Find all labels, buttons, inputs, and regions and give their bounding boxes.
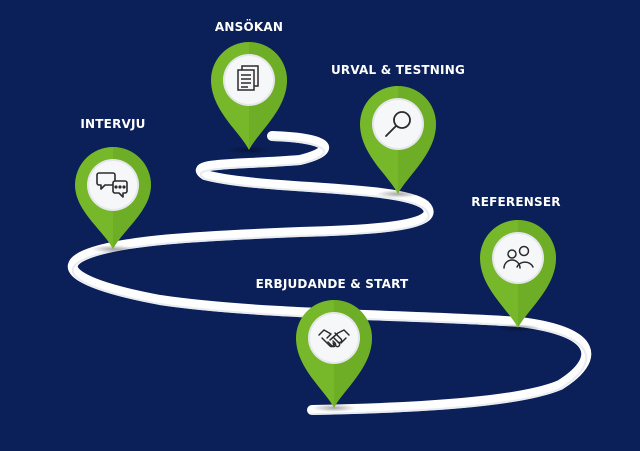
- documents-icon: [237, 65, 259, 91]
- step-label-referenser: REFERENSER: [471, 195, 561, 209]
- step-pin-referenser: [480, 220, 556, 332]
- step-pin-intervju: [75, 147, 151, 253]
- step-pin-erbjudande: [296, 300, 372, 412]
- people-icon: [503, 245, 534, 269]
- step-pin-urval: [360, 86, 436, 198]
- step-label-ansokan: ANSÖKAN: [214, 20, 284, 34]
- step-label-intervju: INTERVJU: [80, 117, 146, 131]
- step-label-urval: URVAL & TESTNING: [330, 63, 466, 77]
- magnifier-icon: [385, 111, 411, 137]
- step-pin-ansokan: [211, 42, 287, 154]
- handshake-icon: [318, 329, 350, 348]
- step-label-erbjudande: ERBJUDANDE & START: [255, 277, 409, 291]
- chat-bubbles-icon: [96, 172, 128, 198]
